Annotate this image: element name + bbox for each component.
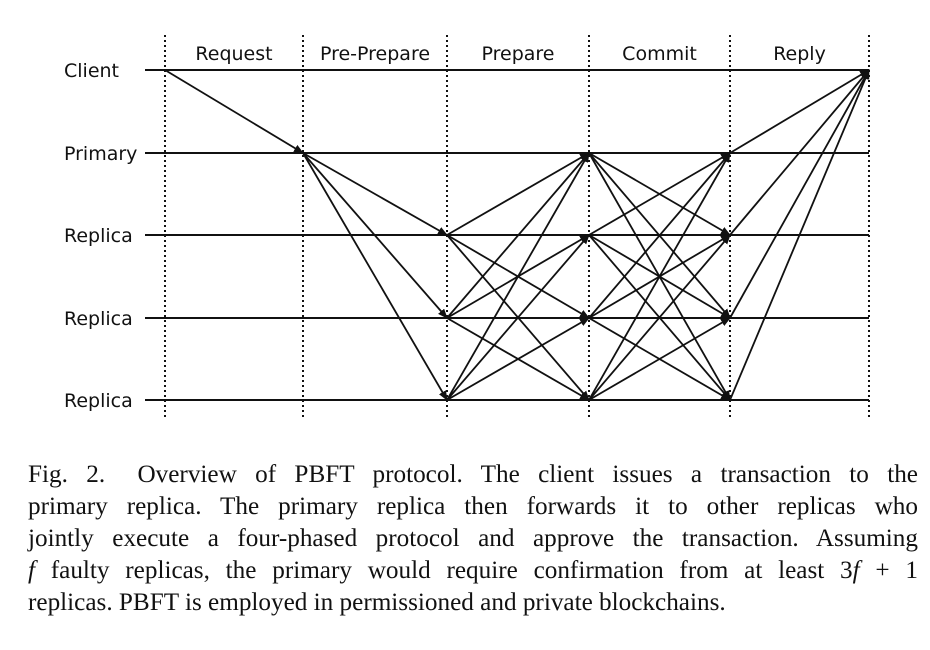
arrow-commit-6 xyxy=(588,152,731,319)
figure-number: Fig. 2. xyxy=(28,461,106,488)
arrow-prepare-3 xyxy=(446,152,590,319)
math-variable-f: f xyxy=(28,557,35,584)
math-variable-f-2: f xyxy=(852,557,860,584)
caption-line-1: Overview of PBFT protocol. The client is… xyxy=(137,461,918,488)
arrow-reply-0 xyxy=(729,69,870,154)
arrow-commit-3 xyxy=(588,152,731,236)
arrow-reply-3 xyxy=(729,69,870,401)
message-arrows xyxy=(164,69,870,401)
phase-labels: Request Pre-Prepare Prepare Commit Reply xyxy=(195,43,825,65)
caption-line-3: jointly execute a four-phased protocol a… xyxy=(28,525,918,552)
phase-label-2: Prepare xyxy=(482,43,555,65)
arrow-pre-prepare-2 xyxy=(302,152,448,401)
arrow-request-0 xyxy=(164,69,304,154)
caption-line-2: primary replica. The primary replica the… xyxy=(28,493,918,520)
arrow-prepare-0 xyxy=(446,152,590,236)
participant-label-3: Replica xyxy=(64,308,133,330)
figure-caption: Fig. 2. Overview of PBFT protocol. The c… xyxy=(28,459,918,619)
phase-label-1: Pre-Prepare xyxy=(320,43,430,65)
arrow-prepare-7 xyxy=(446,234,590,401)
arrow-prepare-6 xyxy=(446,152,590,401)
arrow-pre-prepare-1 xyxy=(302,152,448,319)
arrow-reply-1 xyxy=(729,69,870,236)
arrow-reply-2 xyxy=(729,69,870,319)
arrow-pre-prepare-0 xyxy=(302,152,448,236)
participant-label-2: Replica xyxy=(64,225,133,247)
participant-timelines xyxy=(145,69,869,401)
phase-label-4: Reply xyxy=(773,43,826,65)
phase-label-3: Commit xyxy=(622,43,697,65)
arrow-commit-11 xyxy=(588,317,731,401)
phase-label-0: Request xyxy=(195,43,272,65)
phase-dividers xyxy=(164,35,870,418)
arrow-commit-9 xyxy=(588,152,731,401)
arrow-commit-10 xyxy=(588,234,731,401)
caption-line-5: replicas. PBFT is employed in permission… xyxy=(28,589,726,616)
caption-line-4-end: + 1 xyxy=(859,557,918,584)
participant-label-0: Client xyxy=(64,60,119,82)
caption-line-4: f faulty replicas, the primary would req… xyxy=(28,555,918,587)
participant-label-1: Primary xyxy=(64,143,137,165)
arrow-prepare-8 xyxy=(446,317,590,401)
caption-line-4-text: faulty replicas, the primary would requi… xyxy=(35,557,853,584)
participant-label-4: Replica xyxy=(64,390,133,412)
